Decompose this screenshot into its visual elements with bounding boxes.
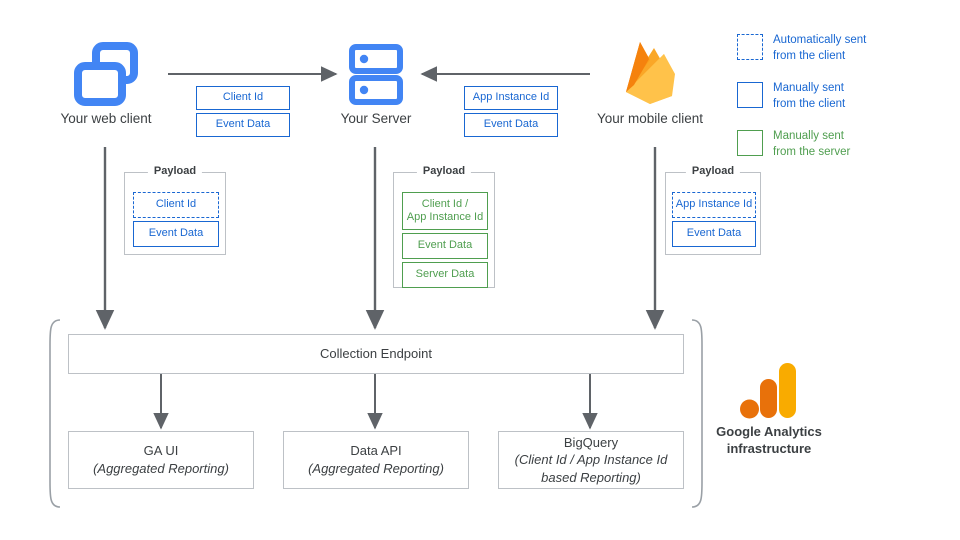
transport-chip-app-instance-id: App Instance Id <box>464 86 558 110</box>
legend-item-manual-client-label: Manually sent from the client <box>773 82 846 110</box>
bracket-right <box>691 319 703 508</box>
google-analytics-bars-icon <box>740 363 796 419</box>
output-box-data-api: Data API (Aggregated Reporting) <box>283 431 469 489</box>
dashed-blue-square-icon <box>737 34 763 60</box>
legend-item-auto-client-label: Automatically sent from the client <box>773 34 867 62</box>
output-data-api-title: Data API <box>350 443 402 459</box>
payload-web-item-client-id: Client Id <box>133 192 219 218</box>
transport-chip-event-data: Event Data <box>196 113 290 137</box>
legend-item-manual-server: Manually sent from the server <box>737 129 866 163</box>
server-racks-icon <box>349 44 403 105</box>
payload-mobile-item-event-data: Event Data <box>672 221 756 247</box>
collection-endpoint-box: Collection Endpoint <box>68 334 684 374</box>
web-client-windows-icon <box>74 42 138 106</box>
payload-mobile-item-app-instance-id: App Instance Id <box>672 192 756 218</box>
payload-server: Payload Client Id / App Instance Id Even… <box>393 165 495 288</box>
legend-item-manual-server-label: Manually sent from the server <box>773 130 851 158</box>
payload-mobile: Payload App Instance Id Event Data <box>665 165 761 255</box>
solid-green-square-icon <box>737 130 763 156</box>
payload-web-item-event-data: Event Data <box>133 221 219 247</box>
web-client-label: Your web client <box>60 111 152 126</box>
output-box-bigquery: BigQuery (Client Id / App Instance Id ba… <box>498 431 684 489</box>
output-bigquery-title: BigQuery <box>563 434 619 450</box>
server-label: Your Server <box>340 111 412 126</box>
output-ga-ui-subtitle: (Aggregated Reporting) <box>93 461 229 476</box>
output-data-api-subtitle: (Aggregated Reporting) <box>308 461 444 476</box>
payload-server-item-ids: Client Id / App Instance Id <box>402 192 488 230</box>
firebase-flame-icon <box>626 42 675 104</box>
output-box-ga-ui: GA UI (Aggregated Reporting) <box>68 431 254 489</box>
output-ga-ui-title: GA UI <box>143 443 179 459</box>
payload-server-item-server-data: Server Data <box>402 262 488 288</box>
bracket-left <box>49 319 61 508</box>
payload-web: Payload Client Id Event Data <box>124 165 226 255</box>
transport-chip-client-id: Client Id <box>196 86 290 110</box>
payload-server-title: Payload <box>416 165 472 177</box>
legend: Automatically sent from the client Manua… <box>737 33 866 177</box>
output-bigquery-subtitle: (Client Id / App Instance Id based Repor… <box>514 452 668 485</box>
solid-blue-square-icon <box>737 82 763 108</box>
payload-server-item-event-data: Event Data <box>402 233 488 259</box>
transport-chip-event-data-mobile: Event Data <box>464 113 558 137</box>
payload-web-title: Payload <box>147 165 203 177</box>
legend-item-manual-client: Manually sent from the client <box>737 81 866 115</box>
payload-mobile-title: Payload <box>685 165 741 177</box>
ga-infrastructure-caption: Google Analytics infrastructure <box>716 424 822 456</box>
mobile-client-label: Your mobile client <box>596 111 704 126</box>
legend-item-auto-client: Automatically sent from the client <box>737 33 866 67</box>
